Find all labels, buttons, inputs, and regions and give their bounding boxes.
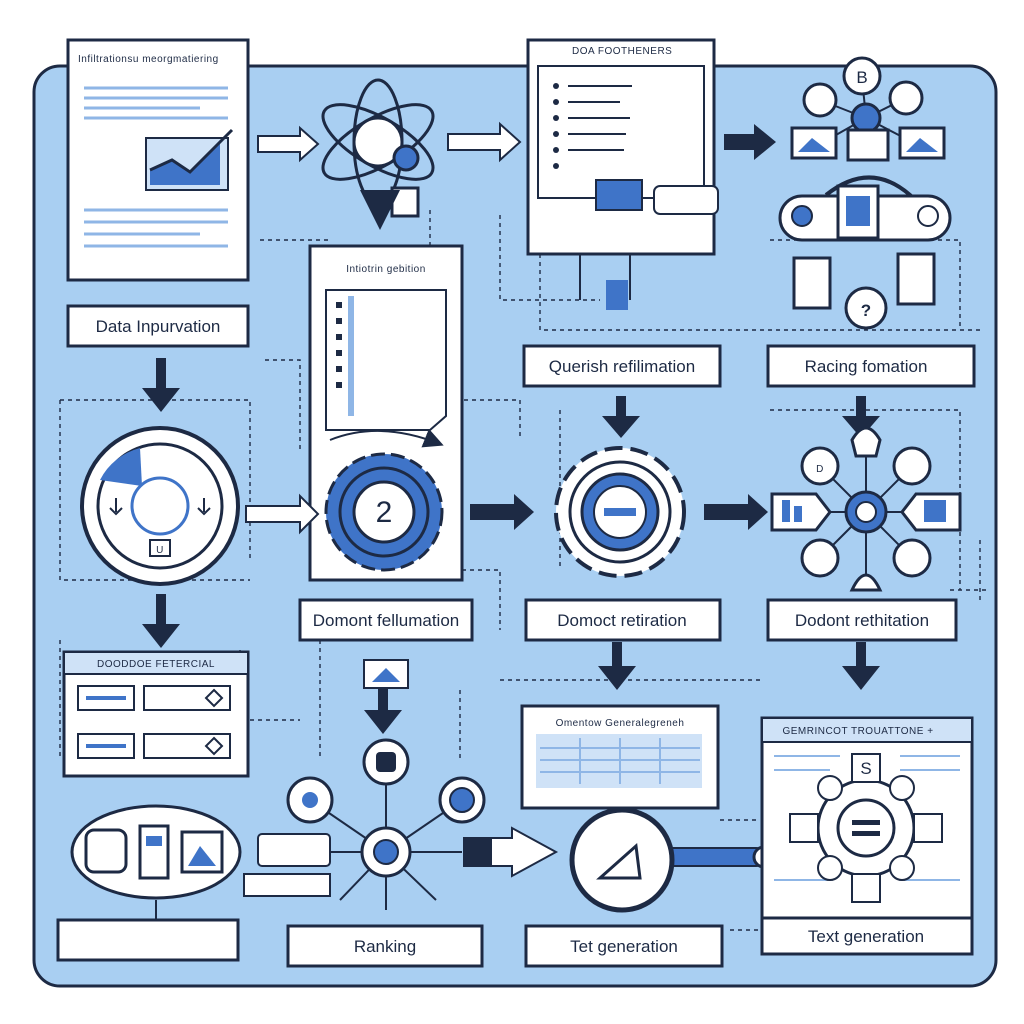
- panel-center-title: Omentow Generalegreneh: [556, 718, 685, 729]
- label-box-ranking: [286, 924, 484, 968]
- label-box-dodont: [766, 598, 958, 642]
- label-querish-refilimation: Querish refilimation: [549, 357, 695, 376]
- question-glyph: ?: [861, 301, 871, 320]
- panel-left: [62, 650, 250, 778]
- document-top-left-title: Infiltrationsu meorgmatiering: [78, 54, 219, 65]
- arrow-1: [257, 125, 320, 163]
- document-middle-title: Intiotrin gebition: [346, 264, 426, 275]
- network-bottom-middle: [243, 659, 486, 910]
- label-data-impuration: Data Inpurvation: [96, 317, 221, 336]
- label-domont-fellumation: Domont fellumation: [313, 611, 459, 630]
- hub-network-right: [770, 426, 962, 592]
- panel-right-title: GEMRINCOT TROUATTONE +: [782, 726, 933, 737]
- panel-right: [760, 716, 974, 930]
- gear-icon-middle: [324, 452, 444, 572]
- label-box-racing: [766, 344, 976, 388]
- arrow-4: [245, 493, 320, 535]
- arrow-6: [704, 494, 768, 530]
- arrow-3: [724, 124, 776, 160]
- s-glyph: S: [860, 759, 871, 778]
- document-top-center: [526, 38, 719, 310]
- gear-icon-center: [554, 446, 686, 578]
- label-ranking: Ranking: [354, 937, 416, 956]
- cycle-icon-left: [80, 426, 240, 586]
- down-arrows: [142, 358, 880, 734]
- label-text-generation: Text generation: [808, 927, 924, 946]
- network-top-right: [778, 56, 952, 330]
- label-tet-generation: Tet generation: [570, 937, 678, 956]
- label-domoct-retiration: Domoct retiration: [557, 611, 686, 630]
- network-bottom-left: [70, 804, 242, 940]
- u-glyph: U: [156, 545, 164, 556]
- label-box-domont: [298, 598, 474, 642]
- label-box-text: [760, 916, 974, 956]
- atom-icon: [321, 78, 435, 218]
- label-racing-fomation: Racing fomation: [805, 357, 928, 376]
- label-box-data-impuration: [66, 304, 250, 348]
- label-box-empty: [56, 918, 240, 962]
- arrow-2: [447, 121, 522, 163]
- arrow-7: [463, 826, 559, 878]
- document-top-center-title: DOA FOOTHENERS: [572, 46, 672, 57]
- panel-left-title: DOODDOE FETERCIAL: [97, 659, 215, 670]
- label-dodont-rethitation: Dodont rethitation: [795, 611, 929, 630]
- label-box-querish: [522, 344, 722, 388]
- d-glyph: D: [816, 464, 824, 475]
- circle-b-glyph: B: [856, 68, 867, 87]
- panel-center: [520, 704, 720, 810]
- arrow-5: [470, 494, 534, 530]
- label-box-domoct: [524, 598, 722, 642]
- gear-number: 2: [376, 496, 393, 529]
- document-top-left: [66, 38, 250, 282]
- label-box-tet: [524, 924, 724, 968]
